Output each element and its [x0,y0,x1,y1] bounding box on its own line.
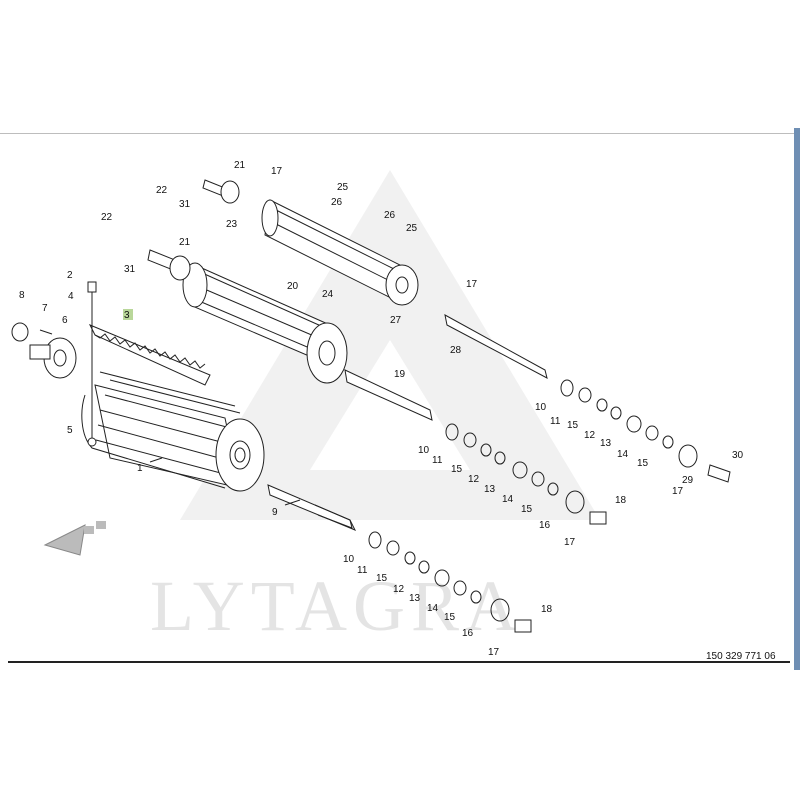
callout-14: 14 [427,603,439,614]
callout-15: 15 [567,420,579,431]
callout-22: 22 [156,185,168,196]
callout-18: 18 [541,604,553,615]
callout-15: 15 [521,504,533,515]
callout-13: 13 [409,593,421,604]
bearing-row-b [445,423,607,525]
shaft-28 [444,314,548,379]
callout-12: 12 [584,430,596,441]
callout-2: 2 [67,270,73,281]
watermark: LYTAGRA [150,170,600,646]
drawing-ref: 150 329 771 06 [706,651,776,662]
callout-11: 11 [357,565,368,576]
callout-23: 23 [226,219,238,230]
callout-21: 21 [179,237,191,248]
callout-4: 4 [68,291,74,302]
callout-8: 8 [19,290,25,301]
frame-top-rule [0,133,800,134]
callout-12: 12 [468,474,480,485]
callout-17: 17 [672,486,684,497]
callout-9: 9 [272,507,278,518]
callout-14: 14 [502,494,514,505]
callout-21: 21 [234,160,246,171]
hub-6 [11,322,77,379]
watermark-text: LYTAGRA [150,566,523,646]
callout-15: 15 [451,464,463,475]
callout-29: 29 [682,475,694,486]
callout-13: 13 [600,438,612,449]
bearing-row-a [560,379,731,483]
callout-17: 17 [271,166,283,177]
callout-15: 15 [376,573,388,584]
callout-10: 10 [418,445,430,456]
callout-3-highlight [123,309,133,320]
callout-7: 7 [42,303,48,314]
callout-3: 3 [124,310,130,321]
callout-13: 13 [484,484,496,495]
callout-12: 12 [393,584,405,595]
callout-22: 22 [101,212,113,223]
callout-27: 27 [390,315,402,326]
callout-6: 6 [62,315,68,326]
roller-20 [147,249,348,384]
callout-17: 17 [564,537,576,548]
callout-11: 11 [432,455,443,466]
callout-1: 1 [137,463,143,474]
shaft-19 [344,369,433,421]
callout-16: 16 [462,628,474,639]
callout-14: 14 [617,449,629,460]
callout-15: 15 [444,612,456,623]
callout-31: 31 [124,264,136,275]
callout-11: 11 [550,416,561,427]
callout-25: 25 [337,182,349,193]
roller-24 [202,179,419,306]
shaft-9 [267,484,357,531]
callout-5: 5 [67,425,73,436]
callout-18: 18 [615,495,627,506]
callout-17: 17 [488,647,500,658]
knife-3 [87,281,211,447]
callout-24: 24 [322,289,334,300]
callout-10: 10 [535,402,547,413]
callout-26: 26 [384,210,396,221]
callout-30: 30 [732,450,744,461]
callout-19: 19 [394,369,406,380]
scrollbar-edge [794,128,800,670]
callout-10: 10 [343,554,355,565]
frame-bottom-rule [8,661,790,663]
bearing-row-c [368,531,532,633]
callout-16: 16 [539,520,551,531]
callout-17: 17 [466,279,478,290]
callout-31: 31 [179,199,191,210]
callout-26: 26 [331,197,343,208]
callout-28: 28 [450,345,462,356]
callout-20: 20 [287,281,299,292]
direction-arrow-icon [43,521,106,556]
roller-1 [81,371,265,492]
callout-25: 25 [406,223,418,234]
callout-15: 15 [637,458,649,469]
